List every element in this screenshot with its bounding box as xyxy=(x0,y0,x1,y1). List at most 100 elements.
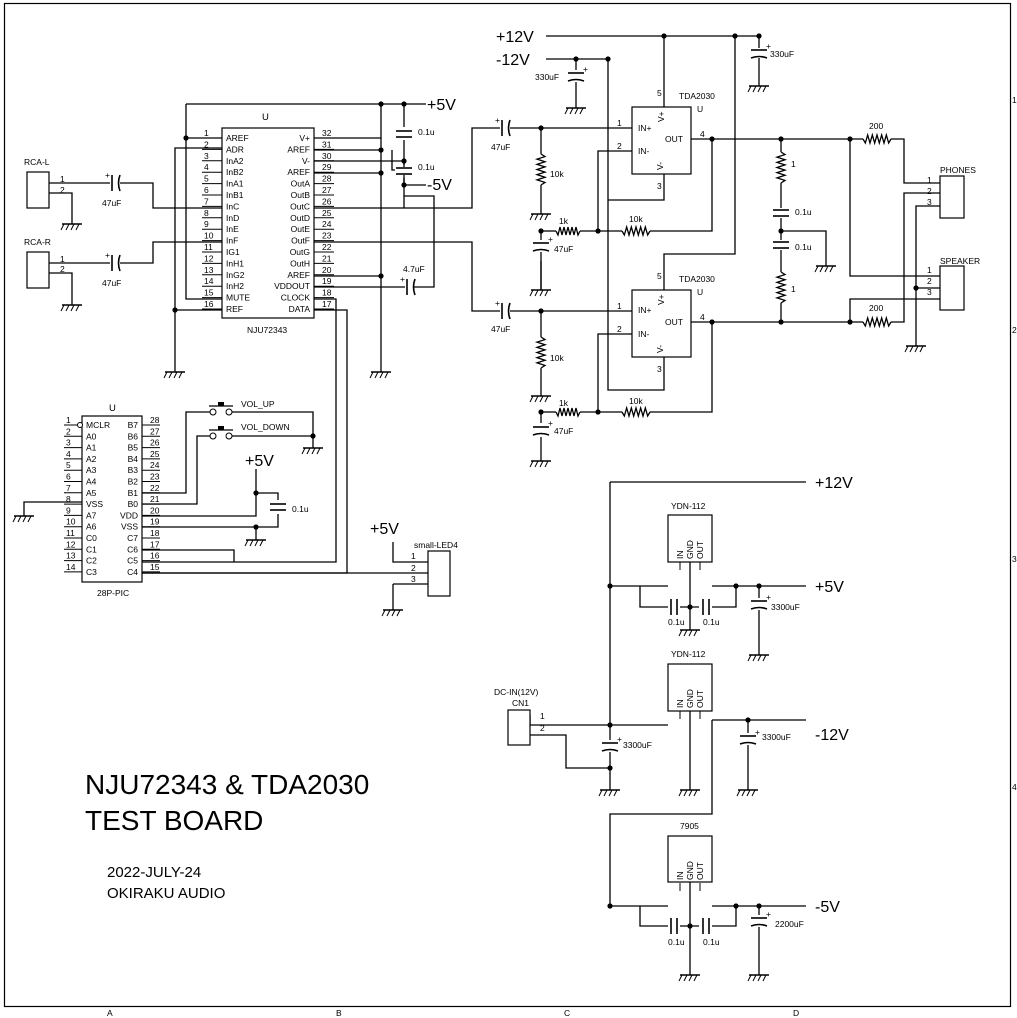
pin-name: A0 xyxy=(86,431,97,441)
pin-number: 1 xyxy=(66,415,71,425)
pin-name: V+ xyxy=(299,133,310,143)
led-connector: small-LED4 123 xyxy=(411,540,458,597)
pin-number: 14 xyxy=(66,562,76,572)
svg-text:1: 1 xyxy=(60,174,65,184)
pin-number: 22 xyxy=(322,242,332,252)
svg-text:200: 200 xyxy=(869,121,883,131)
pin-name: OutE xyxy=(291,224,311,234)
row-label: 1 xyxy=(1012,95,1017,105)
pin-number: 8 xyxy=(66,494,71,504)
pin-name: B5 xyxy=(128,443,139,453)
vol-down-switch: VOL_DOWN xyxy=(209,422,290,440)
svg-text:+: + xyxy=(400,274,405,284)
amp1-inm: IN- xyxy=(638,146,650,156)
pin-number: 10 xyxy=(204,231,214,241)
pin-number: 28 xyxy=(322,174,332,184)
svg-text:0.1u: 0.1u xyxy=(703,617,720,627)
pin-name: A5 xyxy=(86,488,97,498)
reg-pin-name: IN xyxy=(675,872,685,881)
pin-name: C4 xyxy=(127,567,138,577)
pin-number: 21 xyxy=(322,253,332,263)
pin-name: OutD xyxy=(290,213,310,223)
pin-number: 3 xyxy=(66,438,71,448)
pin-name: C7 xyxy=(127,533,138,543)
ground-symbol xyxy=(814,265,836,273)
cn1-label: CN1 xyxy=(512,698,529,708)
svg-text:2200uF: 2200uF xyxy=(775,919,804,929)
led-label: small-LED4 xyxy=(414,540,458,550)
capacitor xyxy=(269,503,287,511)
row-label: 4 xyxy=(1012,782,1017,792)
pin-number: 5 xyxy=(66,460,71,470)
pin-name: C6 xyxy=(127,544,138,554)
pin-number: 24 xyxy=(322,219,332,229)
pic-ref: U xyxy=(109,403,116,414)
ground-symbol xyxy=(244,539,266,547)
capacitor xyxy=(670,917,678,935)
svg-text:3300uF: 3300uF xyxy=(771,602,800,612)
rail-p12-top: +12V xyxy=(496,29,534,46)
svg-text:0.1u: 0.1u xyxy=(703,937,720,947)
svg-text:1: 1 xyxy=(927,175,932,185)
svg-text:4.7uF: 4.7uF xyxy=(403,264,425,274)
amp2-p1: 1 xyxy=(617,301,622,311)
pin-number: 30 xyxy=(322,151,332,161)
amp2-body xyxy=(631,289,692,358)
pin-name: V- xyxy=(302,156,310,166)
pin-number: 1 xyxy=(204,128,209,138)
capacitor: + xyxy=(105,170,121,192)
svg-text:1: 1 xyxy=(540,711,545,721)
pin-name: InA1 xyxy=(226,179,244,189)
speaker-connector: SPEAKER 123 xyxy=(927,256,980,311)
pin-number: 15 xyxy=(150,562,160,572)
svg-text:10k: 10k xyxy=(629,214,643,224)
amp1-p2: 2 xyxy=(617,141,622,151)
pin-name: OutH xyxy=(290,258,310,268)
resistor xyxy=(555,407,581,418)
pin-number: 19 xyxy=(150,517,160,527)
pin-name: MUTE xyxy=(226,293,250,303)
reg-pin-name: GND xyxy=(685,861,695,880)
pin-name: A7 xyxy=(86,510,97,520)
ground-symbol xyxy=(678,629,700,637)
svg-text:1: 1 xyxy=(411,551,416,561)
pin-number: 20 xyxy=(322,265,332,275)
nju-body xyxy=(221,127,315,319)
ground-symbol xyxy=(678,789,700,797)
pin-name: B0 xyxy=(128,499,139,509)
pin-name: REF xyxy=(226,304,243,314)
svg-text:2: 2 xyxy=(927,186,932,196)
ground-symbol xyxy=(598,789,620,797)
capacitor xyxy=(772,209,790,217)
phones-label: PHONES xyxy=(940,165,976,175)
svg-text:10k: 10k xyxy=(550,353,564,363)
pin-name: A3 xyxy=(86,465,97,475)
pin-name: A4 xyxy=(86,477,97,487)
svg-text:47uF: 47uF xyxy=(491,142,510,152)
pin-name: InB1 xyxy=(226,190,244,200)
ground-symbol xyxy=(904,345,926,353)
amp2-ref: U xyxy=(697,287,703,297)
pin-name: InE xyxy=(226,224,239,234)
capacitor xyxy=(772,241,790,249)
col-label: C xyxy=(564,1008,570,1018)
reg-pin-name: OUT xyxy=(695,862,705,880)
col-label: A xyxy=(107,1008,113,1018)
pin-name: OutC xyxy=(290,201,310,211)
pin-name: DATA xyxy=(289,304,311,314)
pin-name: B2 xyxy=(128,477,139,487)
pin-number: 12 xyxy=(66,539,76,549)
title-line2: TEST BOARD xyxy=(85,805,263,836)
pin-number: 26 xyxy=(322,196,332,206)
capacitor xyxy=(395,167,413,175)
pin-number: 19 xyxy=(322,276,332,286)
reg-pin-name: OUT xyxy=(695,541,705,559)
amp1-body xyxy=(631,106,692,175)
pin-number: 11 xyxy=(204,242,213,252)
pin-number: 26 xyxy=(150,438,160,448)
